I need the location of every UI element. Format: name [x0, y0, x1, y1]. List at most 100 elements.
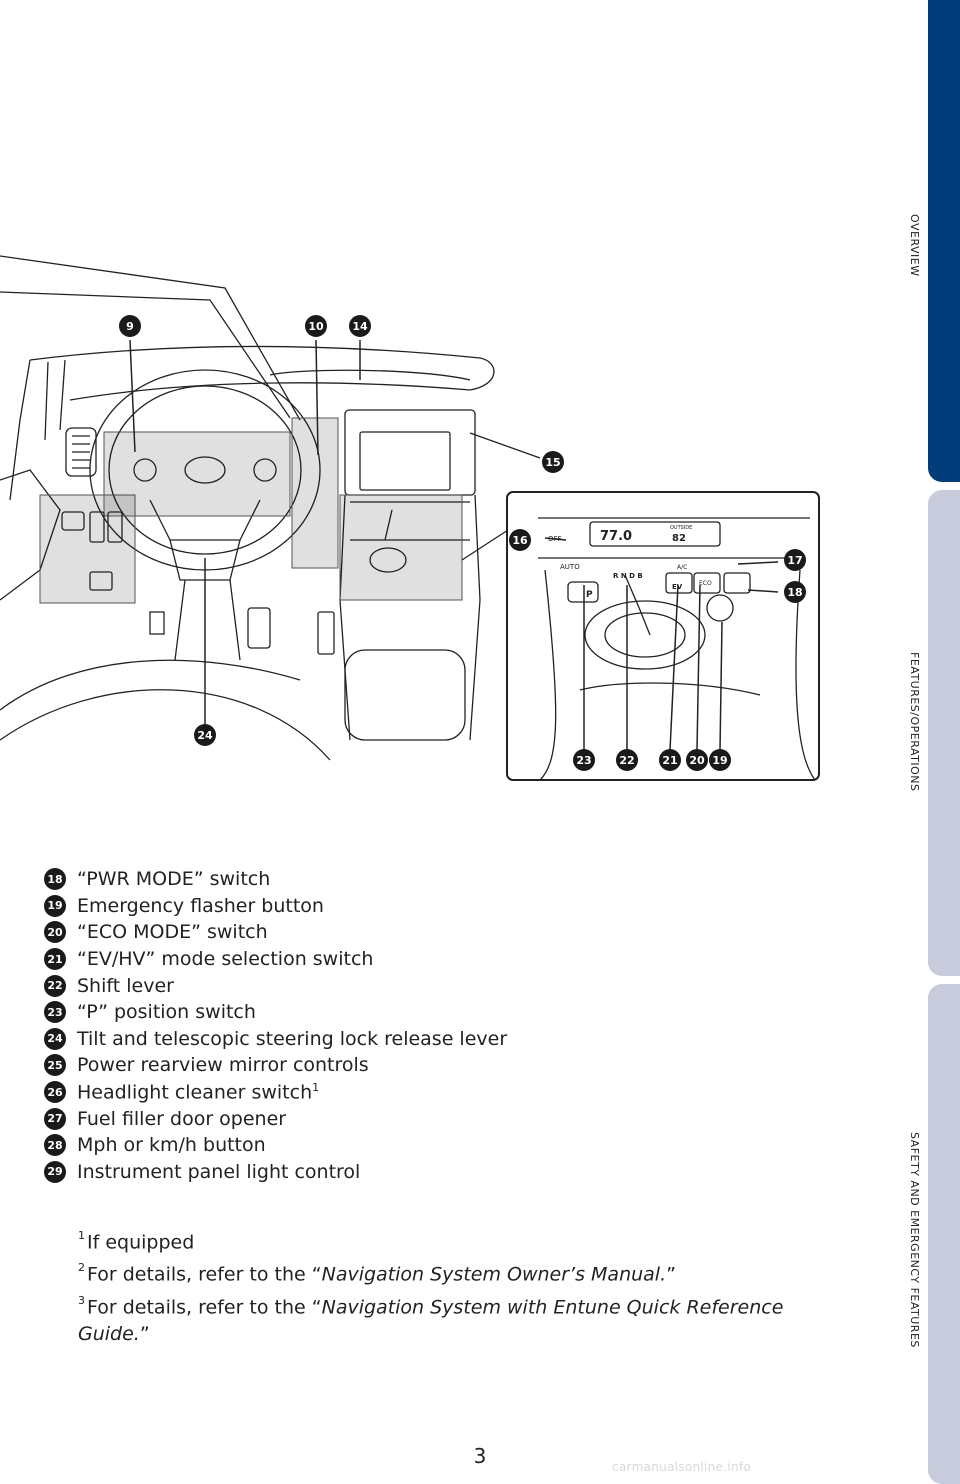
legend-label: Emergency flasher button: [77, 894, 324, 917]
legend-item: 26 Headlight cleaner switch1: [44, 1079, 804, 1106]
tab-label-features-operations: FEATURES/OPERATIONS: [908, 652, 921, 792]
legend-number-badge: 18: [44, 868, 66, 891]
callout-bubble-17: [784, 549, 806, 571]
panel-shift-label: R N D B: [613, 572, 643, 580]
callout-bubble-21: [659, 749, 681, 771]
legend-text: Mph or km/h button: [77, 1134, 266, 1156]
panel-eco-label: ECO: [699, 580, 712, 587]
panel-outside-temp: 82: [672, 533, 686, 544]
callout-number-17: 17: [787, 554, 802, 567]
callout-bubble-18: [784, 581, 806, 603]
legend-label: “PWR MODE” switch: [77, 868, 271, 891]
legend-text: “PWR MODE” switch: [77, 868, 270, 890]
legend-item: 18 “PWR MODE” switch: [44, 866, 804, 893]
legend-number-badge: 20: [44, 921, 66, 944]
footnote: Guide.”: [78, 1321, 838, 1348]
legend-number-badge: 29: [44, 1160, 66, 1183]
callout-number-23: 23: [576, 754, 591, 767]
legend-label: Tilt and telescopic steering lock releas…: [77, 1027, 508, 1050]
footnote-title: Navigation System Owner’s Manual.: [321, 1263, 667, 1286]
legend-text: Shift lever: [77, 975, 174, 997]
callout-number-9: 9: [126, 320, 134, 333]
legend-text: “ECO MODE” switch: [77, 921, 268, 943]
callout-number-21: 21: [662, 754, 677, 767]
legend-item: 21“EV/HV” mode selection switch: [44, 946, 804, 973]
callout-number-16: 16: [512, 534, 528, 547]
callout-number-19: 19: [712, 754, 727, 767]
legend-number-badge: 19: [44, 894, 66, 917]
legend-text: “P” position switch: [77, 1001, 256, 1023]
legend-label: Shift lever: [77, 974, 174, 997]
section-tabs: [928, 0, 960, 1484]
callout-bubble-9: [119, 315, 141, 337]
footnote-title: Navigation System with Entune Quick Refe…: [321, 1295, 784, 1318]
callout-bubble-20: [686, 749, 708, 771]
callout-number-10: 10: [308, 320, 324, 333]
footnote-text-end: ”: [139, 1322, 150, 1345]
callout-number-22: 22: [619, 754, 634, 767]
legend-list: 18 “PWR MODE” switch 19 Emergency flasher b…: [44, 866, 804, 1185]
legend-number-badge: 21: [44, 948, 66, 971]
legend-label: Power rearview mirror controls: [77, 1054, 369, 1077]
footnote-title: Guide.: [78, 1322, 140, 1345]
callout-number-24: 24: [197, 729, 213, 742]
legend-footnote-ref: 1: [312, 1080, 320, 1094]
callout-bubble-15: [542, 451, 564, 473]
legend-label: Instrument panel light control: [77, 1160, 361, 1183]
callout-number-20: 20: [689, 754, 705, 767]
callout-number-18: 18: [787, 586, 802, 599]
legend-label: Headlight cleaner switch: [77, 1081, 313, 1104]
footnote-text: If equipped: [87, 1231, 195, 1254]
watermark: carmanualsonline.info: [612, 1460, 752, 1474]
footnote-number: 2: [78, 1261, 85, 1275]
tab-features-operations[interactable]: [928, 490, 960, 976]
legend-label: Mph or km/h button: [77, 1134, 266, 1157]
legend-text: Fuel filler door opener: [77, 1108, 286, 1130]
footnote-number: 1: [78, 1229, 85, 1242]
legend-number-badge: 23: [44, 1001, 66, 1024]
legend-label: “ECO MODE” switch: [77, 921, 268, 944]
legend-text: Emergency flasher button: [77, 895, 324, 917]
callout-bubble-22: [616, 749, 638, 771]
tab-overview[interactable]: [928, 0, 960, 482]
legend-text: Instrument panel light control: [77, 1161, 360, 1183]
legend-number-badge: 28: [44, 1134, 66, 1157]
footnote-text: For details, refer to the “: [87, 1295, 322, 1318]
legend-text: Tilt and telescopic steering lock releas…: [77, 1028, 507, 1050]
panel-auto-label: AUTO: [560, 563, 580, 571]
panel-temp-display: 77.0: [600, 529, 632, 544]
callout-number-14: 14: [352, 320, 368, 333]
callout-bubble-16: [509, 529, 531, 551]
legend-item: 28 Mph or km/h button: [44, 1132, 804, 1159]
legend-number-badge: 26: [44, 1081, 66, 1104]
panel-off-label: OFF: [548, 535, 562, 543]
legend-item: 20 “ECO MODE” switch: [44, 919, 804, 946]
tab-label-overview: OVERVIEW: [908, 214, 921, 277]
panel-outside-label: OUTSIDE: [670, 525, 692, 531]
footnote-text-end: ”: [666, 1263, 676, 1286]
legend-text: Headlight cleaner switch1: [77, 1081, 319, 1103]
legend-item: 29 Instrument panel light control: [44, 1159, 804, 1186]
tab-safety-emergency[interactable]: [928, 984, 960, 1484]
callout-bubble-24: [194, 724, 216, 746]
legend-number-badge: 27: [44, 1107, 66, 1130]
footnote-text: For details, refer to the “: [87, 1263, 322, 1286]
legend-label: “P” position switch: [77, 1001, 256, 1024]
legend-item: 19 Emergency flasher button: [44, 893, 804, 920]
footnote-number: 3: [78, 1293, 85, 1307]
legend-text: Power rearview mirror controls: [77, 1054, 369, 1076]
page-number: 3: [473, 1444, 487, 1468]
panel-p-label: P: [586, 590, 593, 600]
legend-item: 23 “P” position switch: [44, 999, 804, 1026]
legend-label: Fuel filler door opener: [77, 1107, 287, 1130]
legend-number-badge: 25: [44, 1054, 66, 1077]
callout-bubble-14: [349, 315, 371, 337]
